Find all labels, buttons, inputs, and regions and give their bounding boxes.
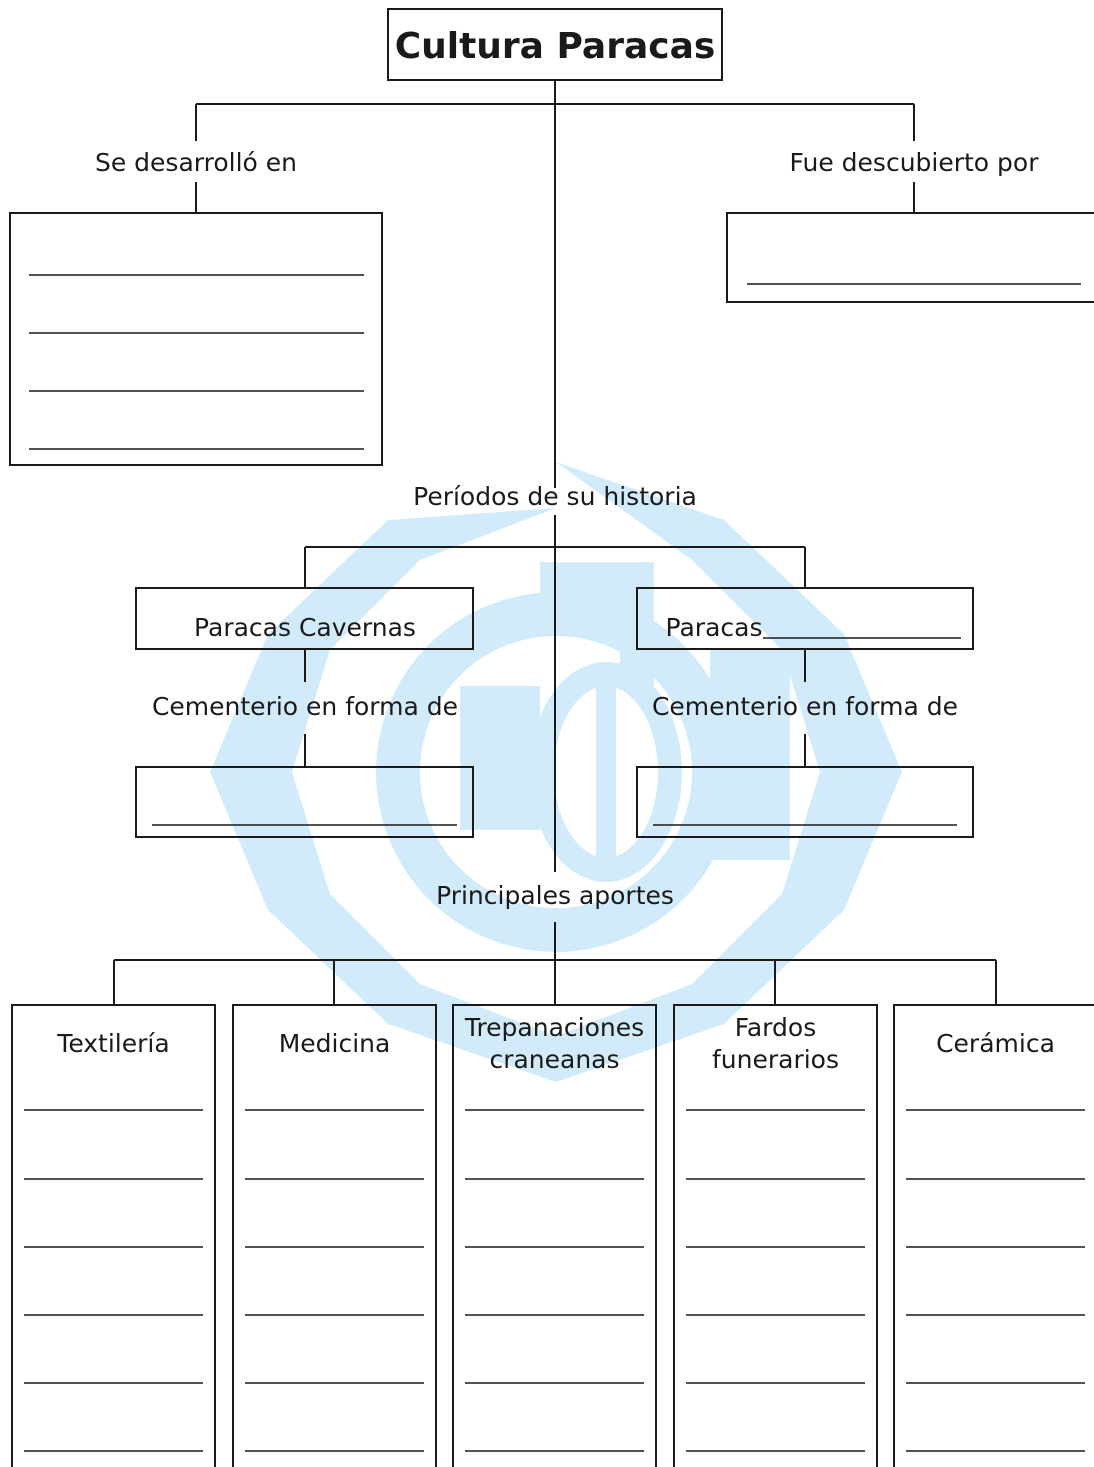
contribution-box (673, 1004, 878, 1467)
cemetery-label: Cementerio en forma de (152, 692, 458, 721)
contributions-label: Principales aportes (436, 881, 674, 910)
contribution-title: Textilería (56, 1029, 169, 1058)
contribution-title: Trepanaciones (464, 1013, 644, 1042)
contribution-box (232, 1004, 437, 1467)
contribution-title: Fardos (735, 1013, 816, 1042)
discoverer-answer-box (726, 212, 1094, 303)
contribution-title: craneanas (489, 1045, 619, 1074)
cemetery-answer-box (135, 766, 474, 838)
cemetery-label: Cementerio en forma de (652, 692, 958, 721)
contribution-columns: Textilería Medicina Trepanaciones craneanas… (11, 1004, 1094, 1467)
contribution-title: Medicina (279, 1029, 391, 1058)
location-answer-box (9, 212, 383, 466)
contribution-title: Cerámica (936, 1029, 1055, 1058)
contribution-box (11, 1004, 216, 1467)
page-title: Cultura Paracas (395, 26, 716, 67)
left-branch-label: Se desarrolló en (95, 148, 297, 177)
period-name: Paracas (666, 613, 763, 642)
periods-label: Períodos de su historia (413, 482, 697, 511)
cemetery-answer-box (636, 766, 974, 838)
contribution-box (893, 1004, 1094, 1467)
right-branch-label: Fue descubierto por (789, 148, 1039, 177)
period-name: Paracas Cavernas (194, 613, 416, 642)
contribution-box (452, 1004, 657, 1467)
contribution-title: funerarios (712, 1045, 839, 1074)
